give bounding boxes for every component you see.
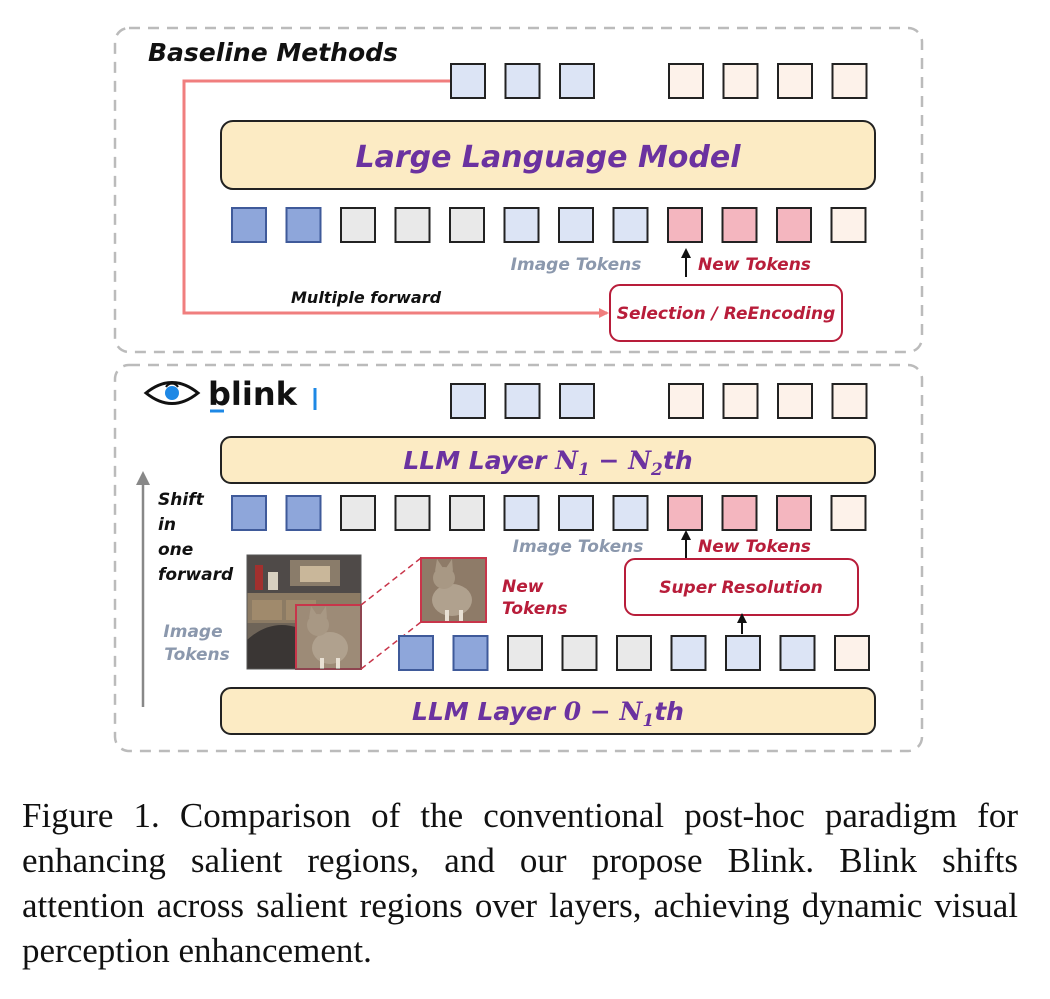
token-cream [830, 495, 867, 531]
eye-icon [143, 381, 201, 405]
blink-lower-llm-label: LLM Layer 0 − N1th [412, 697, 684, 731]
token-gray [394, 495, 431, 531]
token-gray [561, 635, 598, 671]
baseline-llm-box [220, 120, 876, 190]
token-pink [721, 207, 758, 243]
token-cream [668, 383, 704, 419]
token-cream [830, 207, 867, 243]
token-light [558, 207, 594, 243]
diagram: Baseline Methods Large Language Model Im… [113, 26, 924, 753]
left-image-tokens-label: Image Tokens [163, 622, 229, 665]
token-gray [507, 635, 543, 671]
blink-top-token-row [450, 383, 868, 419]
token-pink [776, 495, 812, 531]
baseline-feedback-line [182, 79, 609, 318]
baseline-panel-border [113, 26, 924, 354]
baseline-title: Baseline Methods [148, 38, 398, 67]
blink-panel-border [113, 363, 924, 753]
token-pink [667, 495, 703, 531]
token-gray [340, 495, 376, 531]
token-cream [668, 63, 704, 99]
token-cream [777, 383, 813, 419]
token-light [504, 383, 541, 419]
blink-logo-text: blink [208, 375, 298, 413]
blink-upper-llm-label: LLM Layer N1 − N2th [403, 446, 692, 480]
token-light [450, 63, 486, 99]
baseline-new-tokens-label: New Tokens [698, 255, 811, 275]
token-light [503, 207, 540, 243]
token-dark [285, 495, 322, 531]
shift-label: Shift in one forward [158, 490, 234, 585]
token-cream [834, 635, 870, 671]
token-gray [449, 495, 485, 531]
token-light [450, 383, 486, 419]
token-light [779, 635, 816, 671]
token-light [725, 635, 761, 671]
figure-caption: Figure 1. Comparison of the conventional… [22, 796, 1018, 970]
token-gray [394, 207, 431, 243]
left-new-tokens-label: New Tokens [502, 577, 568, 619]
token-cream [777, 63, 813, 99]
baseline-panel: Baseline Methods Large Language Model Im… [113, 26, 924, 354]
token-light [559, 383, 595, 419]
token-pink [776, 207, 812, 243]
blink-lower-llm-box [220, 687, 876, 735]
zoom-connector-top [360, 557, 422, 606]
selection-reencoding-label: Selection / ReEncoding [617, 304, 836, 324]
token-light [559, 63, 595, 99]
token-pink [721, 495, 758, 531]
token-light [558, 495, 594, 531]
token-gray [616, 635, 652, 671]
baseline-middle-token-row [231, 207, 867, 243]
zoom-connector-bottom [360, 621, 422, 670]
baseline-llm-label: Large Language Model [355, 140, 741, 175]
token-dark [231, 495, 267, 531]
blink-bottom-token-row [398, 635, 870, 671]
zoomed-region [420, 557, 487, 623]
token-light [503, 495, 540, 531]
token-dark [231, 207, 267, 243]
token-cream [831, 383, 868, 419]
blink-new-tokens-label: New Tokens [698, 537, 811, 557]
input-image-frame [246, 554, 362, 670]
cat-in-region [307, 606, 348, 669]
token-dark [285, 207, 322, 243]
token-dark [452, 635, 489, 671]
token-cream [831, 63, 868, 99]
token-dark [398, 635, 434, 671]
token-cream [722, 383, 759, 419]
token-cream [722, 63, 759, 99]
blink-middle-token-row [231, 495, 867, 531]
blink-panel: blink LLM Layer N1 − N2th Shift in one f… [113, 363, 924, 753]
baseline-top-token-row [450, 63, 868, 99]
token-light [504, 63, 541, 99]
baseline-multiple-forward-label: Multiple forward [291, 288, 442, 307]
token-light [670, 635, 707, 671]
token-gray [340, 207, 376, 243]
blink-upper-llm-box [220, 436, 876, 484]
token-pink [667, 207, 703, 243]
token-gray [449, 207, 485, 243]
selection-reencoding-box [609, 284, 843, 342]
blink-logo: blink [143, 375, 317, 413]
blink-image-tokens-label: Image Tokens [513, 537, 644, 557]
token-light [612, 495, 649, 531]
baseline-image-tokens-label: Image Tokens [511, 255, 642, 275]
token-light [612, 207, 649, 243]
super-resolution-label: Super Resolution [659, 578, 823, 598]
